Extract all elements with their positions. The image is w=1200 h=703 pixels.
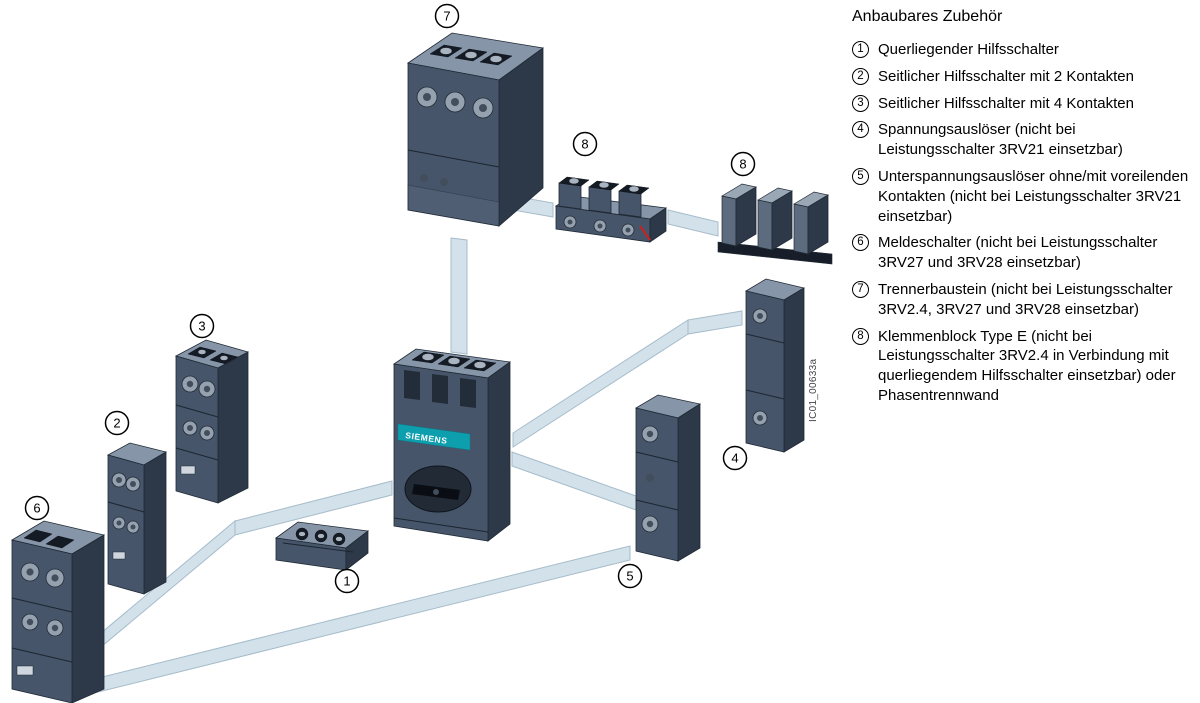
legend-item-text: Spannungsauslöser (nicht bei Leistungssc… — [878, 121, 1123, 159]
band-breaker-to-4b — [687, 310, 743, 335]
hilfsschalter-2-kontakte-illustration — [106, 442, 168, 595]
legend-number-badge: 6 — [852, 234, 869, 252]
legend-item: 7 Trennerbaustein (nicht bei Leistungssc… — [852, 280, 1194, 320]
legend-title: Anbaubares Zubehör — [852, 8, 1003, 25]
callout-3: 3 — [189, 313, 215, 339]
legend-item-text: Seitlicher Hilfsschalter mit 4 Kontakten — [878, 94, 1134, 112]
phasentrennwand-illustration — [717, 183, 833, 265]
legend-item: 2 Seitlicher Hilfsschalter mit 2 Kontakt… — [852, 67, 1194, 87]
legend: Anbaubares Zubehör 1 Querliegender Hilfs… — [852, 8, 1194, 413]
legend-item-text: Meldeschalter (nicht bei Leistungsschalt… — [878, 234, 1158, 272]
querliegender-hilfsschalter-illustration — [274, 521, 370, 571]
legend-item: 1 Querliegender Hilfsschalter — [852, 40, 1194, 60]
legend-item-text: Unterspannungsauslöser ohne/mit voreilen… — [878, 167, 1189, 225]
callout-6: 6 — [24, 495, 50, 521]
band-breaker-to-5 — [511, 451, 637, 511]
legend-number-badge: 3 — [852, 94, 869, 112]
legend-number-badge: 7 — [852, 280, 869, 298]
legend-item: 6 Meldeschalter (nicht bei Leistungsscha… — [852, 233, 1194, 273]
klemmenblock-illustration — [554, 176, 668, 243]
legend-item-text: Trennerbaustein (nicht bei Leistungsscha… — [878, 280, 1173, 318]
legend-item-text: Querliegender Hilfsschalter — [878, 41, 1059, 58]
callout-number: 4 — [731, 451, 738, 466]
legend-number-badge: 4 — [852, 121, 869, 139]
callout-1: 1 — [334, 568, 360, 594]
legend-item: 4 Spannungsauslöser (nicht bei Leistungs… — [852, 120, 1194, 160]
callout-8-klemmenblock: 8 — [572, 131, 598, 157]
callout-number: 5 — [626, 569, 633, 584]
figure-code: IC01_00633a — [808, 359, 819, 422]
callout-number: 2 — [113, 416, 120, 431]
spannungsausloeser-illustration — [744, 278, 806, 453]
callout-number: 8 — [581, 137, 588, 152]
unterspannungsausloeser-illustration — [634, 394, 702, 562]
trennerbaustein-illustration — [406, 32, 545, 227]
callout-number: 7 — [443, 9, 450, 24]
callout-2: 2 — [104, 410, 130, 436]
callout-number: 6 — [33, 501, 40, 516]
hilfsschalter-4-kontakte-illustration — [174, 339, 250, 504]
callout-number: 1 — [343, 574, 350, 589]
mounting-bands — [81, 195, 743, 697]
band-left-to-breaker — [234, 480, 393, 536]
callout-7: 7 — [434, 3, 460, 29]
legend-number-badge: 5 — [852, 167, 869, 185]
band-8-to-8b — [667, 209, 719, 237]
legend-number-badge: 1 — [852, 41, 869, 58]
legend-item: 8 Klemmenblock Type E (nicht bei Leistun… — [852, 327, 1194, 406]
meldeschalter-illustration — [10, 520, 106, 703]
band-vertical-7 — [450, 237, 468, 355]
legend-item: 3 Seitlicher Hilfsschalter mit 4 Kontakt… — [852, 94, 1194, 114]
callout-8-phasentrennwand: 8 — [730, 151, 756, 177]
legend-number-badge: 8 — [852, 327, 869, 345]
legend-item: 5 Unterspannungsauslöser ohne/mit voreil… — [852, 167, 1194, 226]
callout-number: 3 — [198, 319, 205, 334]
legend-number-badge: 2 — [852, 67, 869, 85]
legend-item-text: Seitlicher Hilfsschalter mit 2 Kontakten — [878, 67, 1134, 85]
siemens-label-band — [397, 423, 471, 451]
callout-4: 4 — [722, 445, 748, 471]
circuit-breaker-illustration: SIEMENS — [392, 348, 512, 542]
callout-number: 8 — [739, 157, 746, 172]
callout-5: 5 — [617, 563, 643, 589]
legend-item-text: Klemmenblock Type E (nicht bei Leistungs… — [878, 327, 1176, 404]
